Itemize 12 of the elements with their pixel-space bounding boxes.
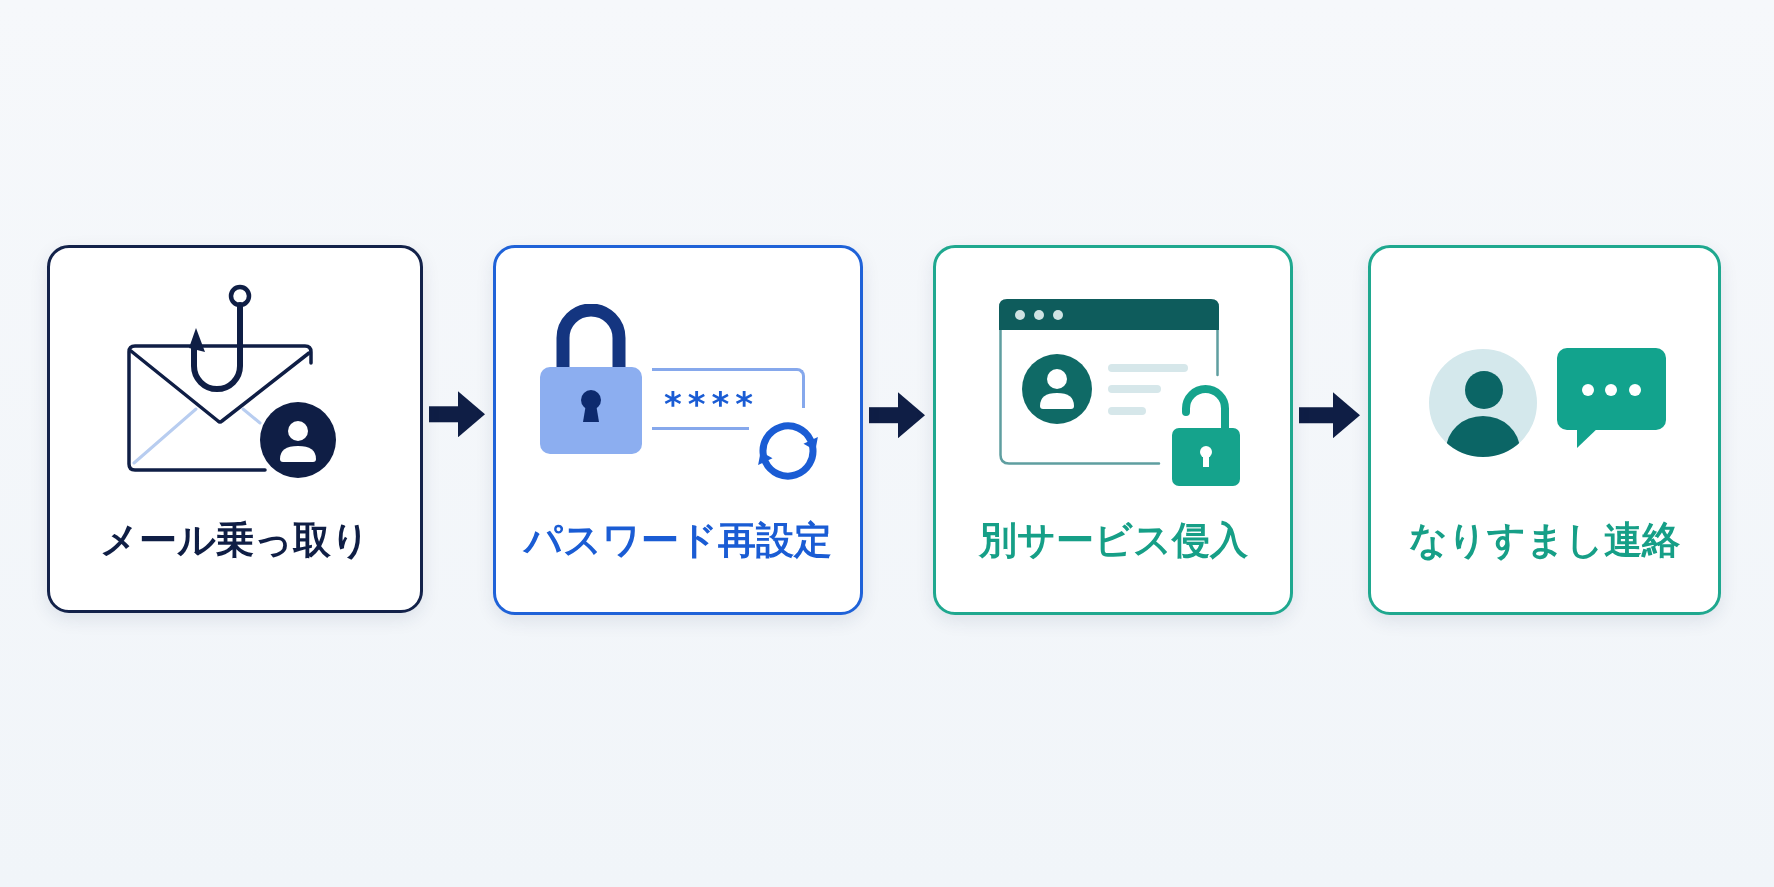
step-card bbox=[1368, 245, 1721, 615]
step-label: なりすまし連絡 bbox=[1409, 518, 1680, 564]
step-label: メール乗っ取り bbox=[100, 518, 370, 564]
arrow bbox=[869, 392, 925, 439]
step-card bbox=[47, 245, 423, 613]
arrow bbox=[1299, 392, 1360, 439]
step-label: パスワード再設定 bbox=[524, 518, 832, 564]
arrow bbox=[429, 391, 485, 438]
step-card bbox=[493, 245, 863, 615]
step-label: 別サービス侵入 bbox=[978, 518, 1248, 564]
password-field: **** bbox=[652, 368, 805, 430]
step-card bbox=[933, 245, 1293, 615]
